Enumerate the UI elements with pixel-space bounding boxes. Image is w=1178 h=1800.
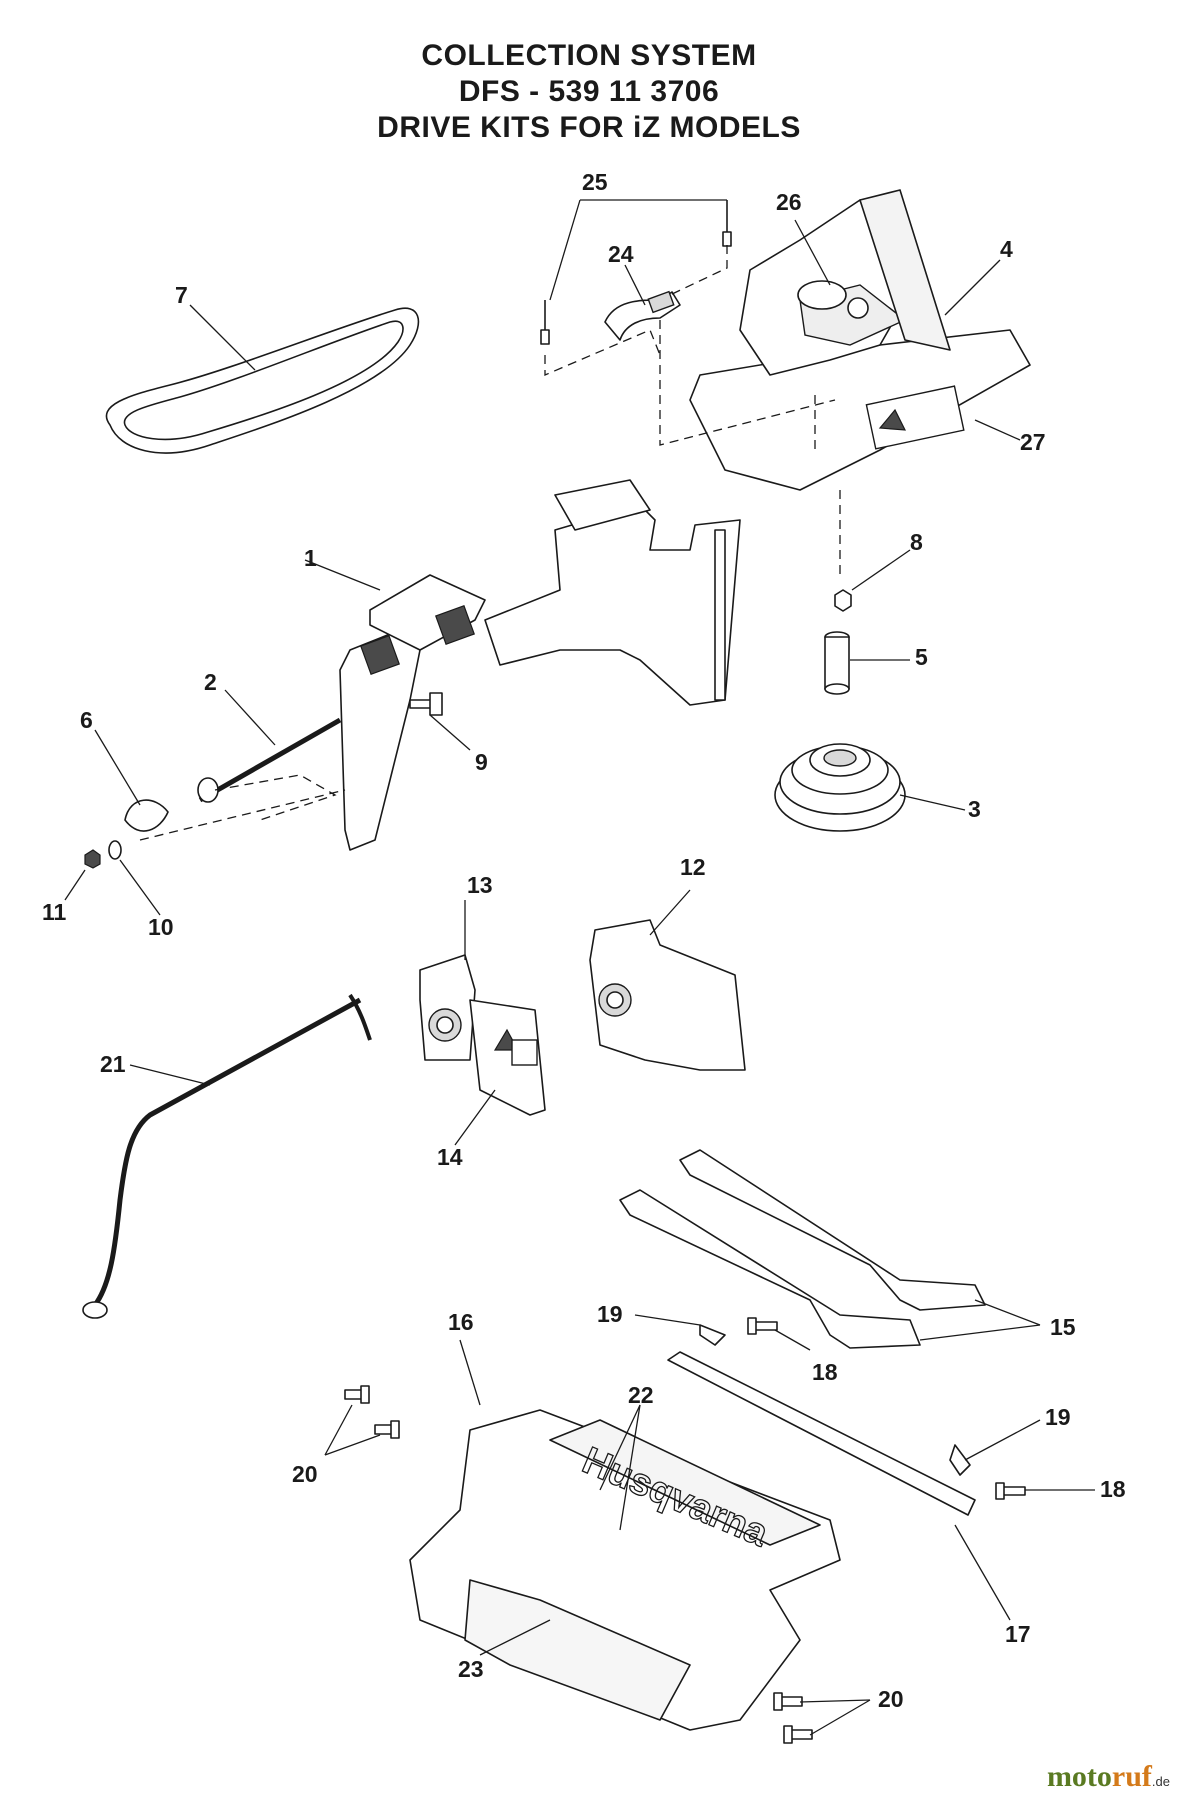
part-14-bracket-with-decal (469, 999, 546, 1116)
callout-3: 3 (968, 796, 981, 822)
title-line-2: DFS - 539 11 3706 (458, 75, 720, 108)
part-6-hairpin-clip (124, 799, 169, 832)
part-12-bracket (589, 919, 746, 1071)
part-15-arms (619, 1149, 986, 1349)
callout-18-lower: 18 (1100, 1476, 1126, 1502)
part-24-handle (604, 290, 681, 341)
callout-12: 12 (680, 854, 706, 880)
callout-7: 7 (175, 282, 188, 308)
part-23-window (464, 1579, 691, 1721)
callout-14: 14 (437, 1144, 463, 1170)
part-7-belt (105, 307, 420, 454)
part-2-rod (197, 717, 342, 803)
callout-20-upper: 20 (292, 1461, 318, 1487)
title-line-3: DRIVE KITS FOR iZ MODELS (377, 111, 801, 144)
part-13-bracket (419, 954, 476, 1061)
callout-1: 1 (304, 545, 317, 571)
callout-22: 22 (628, 1382, 654, 1408)
callout-4: 4 (1000, 236, 1013, 262)
part-1-drive-bracket (339, 479, 741, 851)
part-8-nut (834, 589, 852, 612)
callout-24: 24 (608, 241, 634, 267)
part-19-clip-lower (949, 1444, 971, 1476)
callout-9: 9 (475, 749, 488, 775)
callout-11: 11 (42, 899, 67, 925)
watermark-logo: motoruf.de (1046, 1760, 1170, 1793)
part-20-bolts-lower (773, 1692, 813, 1744)
callout-10: 10 (148, 914, 174, 940)
part-11-nut (84, 849, 101, 869)
callout-2: 2 (204, 669, 217, 695)
callout-8: 8 (910, 529, 923, 555)
callout-15: 15 (1050, 1314, 1076, 1340)
callout-18-upper: 18 (812, 1359, 838, 1385)
part-4-shield (689, 189, 1031, 491)
callout-labels: 7 25 24 26 4 27 1 8 5 2 6 9 3 11 10 12 1… (42, 169, 1126, 1712)
callout-20-lower: 20 (878, 1686, 904, 1712)
part-21-rod (82, 993, 372, 1319)
callout-5: 5 (915, 644, 928, 670)
title-line-1: COLLECTION SYSTEM (421, 39, 757, 72)
part-17-bar (667, 1351, 976, 1516)
callout-17: 17 (1005, 1621, 1031, 1647)
callout-23: 23 (458, 1656, 484, 1682)
part-19-clip-upper (699, 1324, 726, 1346)
part-18-pin-lower (995, 1482, 1026, 1500)
part-9-bolt (409, 692, 443, 716)
callout-26: 26 (776, 189, 802, 215)
callout-27: 27 (1020, 429, 1046, 455)
leader-lines (64, 199, 1095, 1736)
callout-16: 16 (448, 1309, 474, 1335)
part-3-pulley (774, 743, 906, 832)
part-25-pins (540, 200, 732, 345)
callout-6: 6 (80, 707, 93, 733)
part-20-bolts-upper (344, 1385, 400, 1439)
callout-19-upper: 19 (597, 1301, 623, 1327)
callout-25: 25 (582, 169, 608, 195)
part-18-pin-upper (747, 1317, 778, 1335)
callout-13: 13 (467, 872, 493, 898)
part-10-washer (108, 840, 122, 860)
assembly-lines (139, 245, 841, 841)
callout-19-lower: 19 (1045, 1404, 1071, 1430)
part-5-spacer (824, 631, 850, 695)
callout-21: 21 (100, 1051, 126, 1077)
